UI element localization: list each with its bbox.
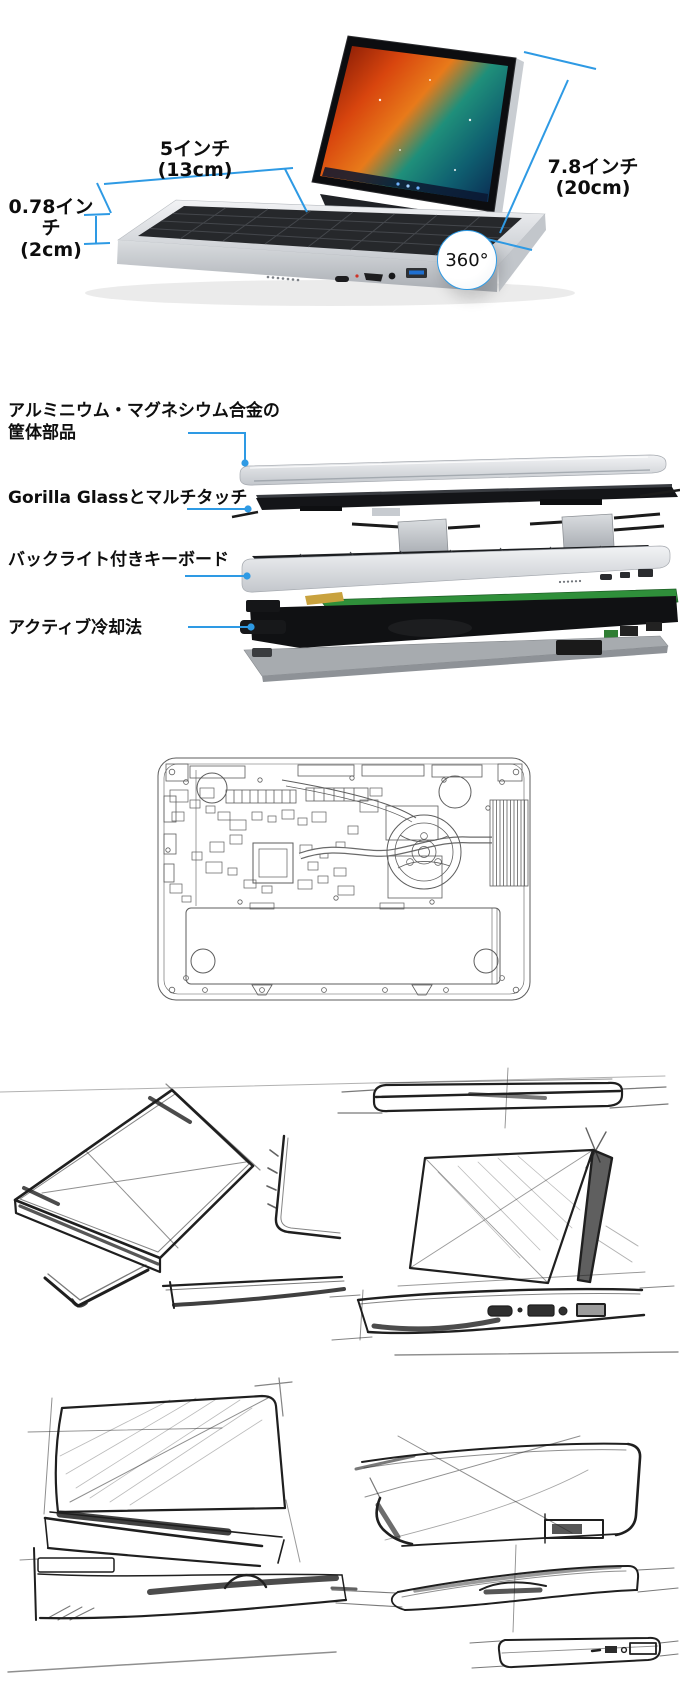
sketch-closed-laptop xyxy=(13,1083,261,1274)
rotation-badge: 360° xyxy=(437,230,497,290)
dimension-label-width-line1: 5インチ xyxy=(159,138,231,160)
sketch-profile-hinge-bump xyxy=(7,1547,348,1673)
dimension-lines xyxy=(83,51,597,251)
sketch-side-profile-closed xyxy=(337,1067,669,1129)
dimension-label-width-line2: (13cm) xyxy=(157,159,233,182)
dimension-label-thickness-line1: 0.78インチ xyxy=(8,196,94,240)
exploded-label-cooling-line1: アクティブ冷却法 xyxy=(8,618,143,638)
sketch-hinge-detail xyxy=(43,1264,150,1308)
usb-c-port xyxy=(335,276,349,282)
layer-keyboard xyxy=(241,545,671,593)
sketch-open-laptop xyxy=(27,1377,301,1568)
cooling-fan-drawing xyxy=(386,814,462,890)
taskbar xyxy=(322,167,488,202)
layer-hinges xyxy=(351,512,665,556)
layer-screen-assembly xyxy=(231,484,680,519)
dimension-label-thickness: 0.78インチ (2cm) xyxy=(0,196,102,261)
power-led xyxy=(355,274,359,278)
exploded-label-cooling: アクティブ冷却法 xyxy=(8,617,142,639)
dimension-label-screen-line1: 7.8インチ xyxy=(547,156,639,178)
sketch-thin-wedge xyxy=(161,1275,346,1309)
sketch-bottom-view xyxy=(354,1435,642,1547)
exploded-label-glass: Gorilla Glassとマルチタッチ xyxy=(8,487,247,509)
dimension-label-screen: 7.8インチ (20cm) xyxy=(518,156,668,200)
sketch-corner-detail xyxy=(266,1134,342,1240)
layer-cooling-motherboard xyxy=(240,588,679,648)
exploded-label-chassis: アルミニウム・マグネシウム合金の 筐体部品 xyxy=(8,400,280,444)
thickness-dimension-line xyxy=(83,213,111,245)
exploded-label-keyboard-line1: バックライト付きキーボード xyxy=(8,550,229,570)
dimension-label-thickness-line2: (2cm) xyxy=(20,238,82,261)
concept-sketches xyxy=(0,1067,679,1673)
sketch-low-profile xyxy=(469,1636,679,1669)
battery-drawing xyxy=(185,902,501,985)
internal-components-line-drawing xyxy=(157,757,531,1001)
width-dimension-line xyxy=(96,167,308,214)
layer-lid xyxy=(239,454,667,486)
layer-bottom-plate xyxy=(243,635,669,682)
dimension-label-width: 5インチ (13cm) xyxy=(120,138,270,182)
exploded-label-chassis-line2: 筐体部品 xyxy=(8,423,76,444)
exploded-label-chassis-line1: アルミニウム・マグネシウム合金の xyxy=(8,401,280,421)
leader-line-chassis xyxy=(188,432,249,467)
hdmi-port xyxy=(364,273,383,282)
laptop-screen xyxy=(311,35,517,213)
dimension-label-screen-line2: (20cm) xyxy=(555,177,631,200)
leader-lines xyxy=(185,432,255,631)
leader-line-glass xyxy=(187,505,252,513)
front-ports xyxy=(266,268,427,282)
leader-line-cooling xyxy=(188,623,255,631)
sketch-side-profile-ports xyxy=(329,1285,679,1356)
heatsink-fins-drawing xyxy=(489,799,529,887)
headphone-jack xyxy=(388,272,396,280)
rotation-badge-label: 360° xyxy=(445,249,489,271)
deck-side-ports xyxy=(558,569,653,584)
sketch-tent-mode xyxy=(397,1127,646,1287)
exploded-view-diagram xyxy=(185,432,680,682)
sketch-mid-profile xyxy=(330,1544,679,1633)
leader-line-keyboard xyxy=(185,572,251,580)
exploded-label-glass-line1: Gorilla Glassとマルチタッチ xyxy=(8,488,248,508)
exploded-label-keyboard: バックライト付きキーボード xyxy=(8,549,229,571)
